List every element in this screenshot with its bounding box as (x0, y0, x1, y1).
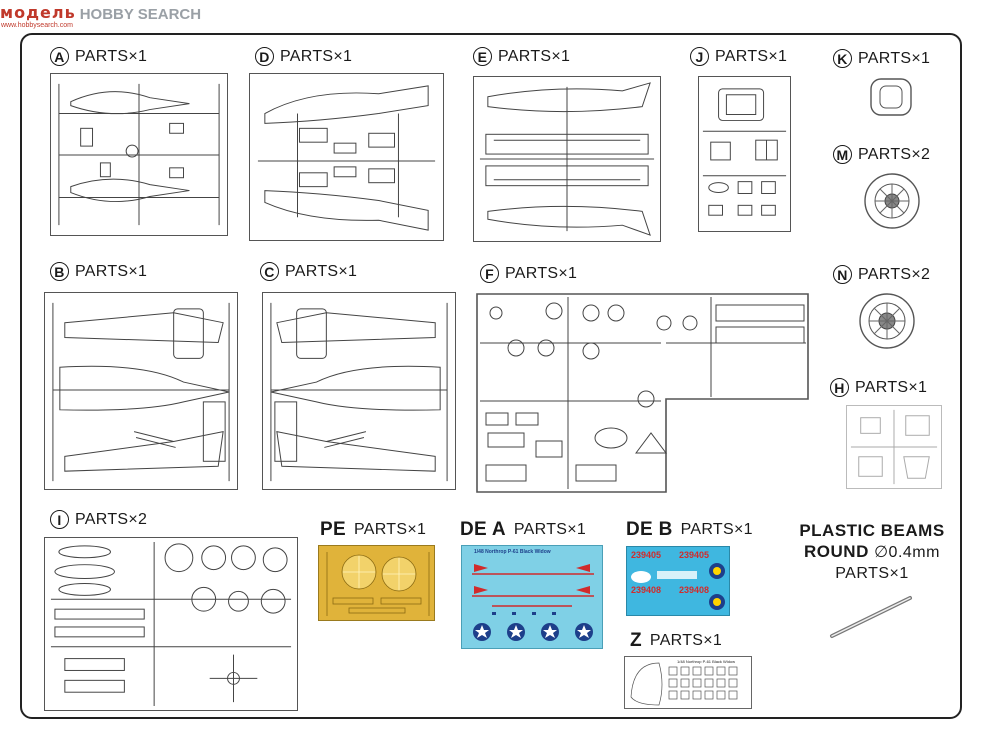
group-qty-a: PARTS×1 (75, 47, 148, 65)
group-letter-i: I (50, 510, 69, 529)
beams-round: ROUND (804, 542, 869, 561)
decal-b-code-4: 239408 (679, 585, 710, 595)
group-letter-d: D (255, 47, 274, 66)
label-group-e: E PARTS×1 (473, 47, 570, 66)
logo-url: www.hobbysearch.com (1, 22, 73, 29)
canopy-z-title: 1/48 Northrop P-61 Black Widow (677, 659, 736, 664)
decal-sheet-b: 239405 239405 239408 239408 (626, 546, 730, 616)
group-qty-de-a: PARTS×1 (513, 521, 587, 538)
group-letter-j: J (690, 47, 709, 66)
group-letter-n: N (833, 265, 852, 284)
canopy-mask-sheet-z: 1/48 Northrop P-61 Black Widow (624, 656, 752, 709)
logo-chinese-text: модель (0, 3, 76, 22)
label-group-de-b: DE B PARTS×1 (626, 519, 753, 541)
group-qty-pe: PARTS×1 (353, 521, 427, 538)
beams-diameter: ∅0.4mm (874, 544, 940, 561)
decal-a-title: 1/48 Northrop P-61 Black Widow (474, 549, 551, 555)
group-letter-pe: PE (320, 519, 346, 540)
label-group-h: H PARTS×1 (830, 378, 927, 397)
decal-b-code-3: 239408 (631, 585, 662, 595)
group-letter-z: Z (630, 630, 642, 651)
sprue-a (50, 73, 228, 236)
group-letter-a: A (50, 47, 69, 66)
sprue-i (44, 537, 298, 711)
watermark-logo: модель HOBBY SEARCH www.hobbysearch.com (0, 0, 201, 30)
group-qty-n: PARTS×2 (858, 265, 931, 283)
group-qty-b: PARTS×1 (75, 262, 148, 280)
photo-etch-sheet (318, 545, 435, 621)
part-k-canopy-ring (870, 78, 912, 116)
group-letter-de-b: DE B (626, 519, 673, 540)
label-group-j: J PARTS×1 (690, 47, 787, 66)
label-group-a: A PARTS×1 (50, 47, 147, 66)
sprue-j (698, 76, 791, 232)
group-qty-de-b: PARTS×1 (680, 521, 753, 538)
group-qty-j: PARTS×1 (715, 47, 788, 65)
group-qty-i: PARTS×2 (75, 510, 148, 528)
logo-english-text: HOBBY SEARCH (79, 6, 202, 23)
group-letter-c: C (260, 262, 279, 281)
plastic-beam-rod (830, 596, 912, 638)
label-group-k: K PARTS×1 (833, 49, 930, 68)
parts-frame (20, 33, 962, 719)
group-qty-h: PARTS×1 (855, 378, 928, 396)
label-group-i: I PARTS×2 (50, 510, 147, 529)
decal-b-code-1: 239405 (631, 550, 662, 560)
group-qty-k: PARTS×1 (858, 49, 931, 67)
decal-b-code-2: 239405 (679, 550, 710, 560)
group-qty-c: PARTS×1 (285, 262, 358, 280)
label-group-z: Z PARTS×1 (630, 630, 722, 652)
group-letter-de-a: DE A (460, 519, 506, 540)
label-group-f: F PARTS×1 (480, 264, 577, 283)
sprue-b (44, 292, 238, 490)
label-group-m: M PARTS×2 (833, 145, 930, 164)
sprue-f (476, 293, 809, 493)
label-group-n: N PARTS×2 (833, 265, 930, 284)
label-group-c: C PARTS×1 (260, 262, 357, 281)
plastic-beams-label: PLASTIC BEAMS ROUND ∅0.4mm PARTS×1 (784, 520, 960, 584)
decal-sheet-a: 1/48 Northrop P-61 Black Widow (461, 545, 603, 649)
part-m-engine-ring (864, 173, 920, 229)
group-letter-b: B (50, 262, 69, 281)
group-letter-h: H (830, 378, 849, 397)
group-qty-e: PARTS×1 (498, 47, 571, 65)
sprue-c (262, 292, 456, 490)
label-group-de-a: DE A PARTS×1 (460, 519, 586, 541)
part-n-engine-ring (859, 293, 915, 349)
label-group-b: B PARTS×1 (50, 262, 147, 281)
group-qty-d: PARTS×1 (280, 47, 353, 65)
group-qty-z: PARTS×1 (649, 632, 723, 649)
sprue-e (473, 76, 661, 242)
group-letter-f: F (480, 264, 499, 283)
beams-title: PLASTIC BEAMS (799, 521, 945, 540)
label-group-d: D PARTS×1 (255, 47, 352, 66)
beams-qty: PARTS×1 (835, 565, 909, 582)
group-letter-m: M (833, 145, 852, 164)
sprue-h-clear (846, 405, 942, 489)
group-qty-m: PARTS×2 (858, 145, 931, 163)
group-letter-k: K (833, 49, 852, 68)
label-group-pe: PE PARTS×1 (320, 519, 426, 541)
group-letter-e: E (473, 47, 492, 66)
sprue-d (249, 73, 444, 241)
group-qty-f: PARTS×1 (505, 264, 578, 282)
